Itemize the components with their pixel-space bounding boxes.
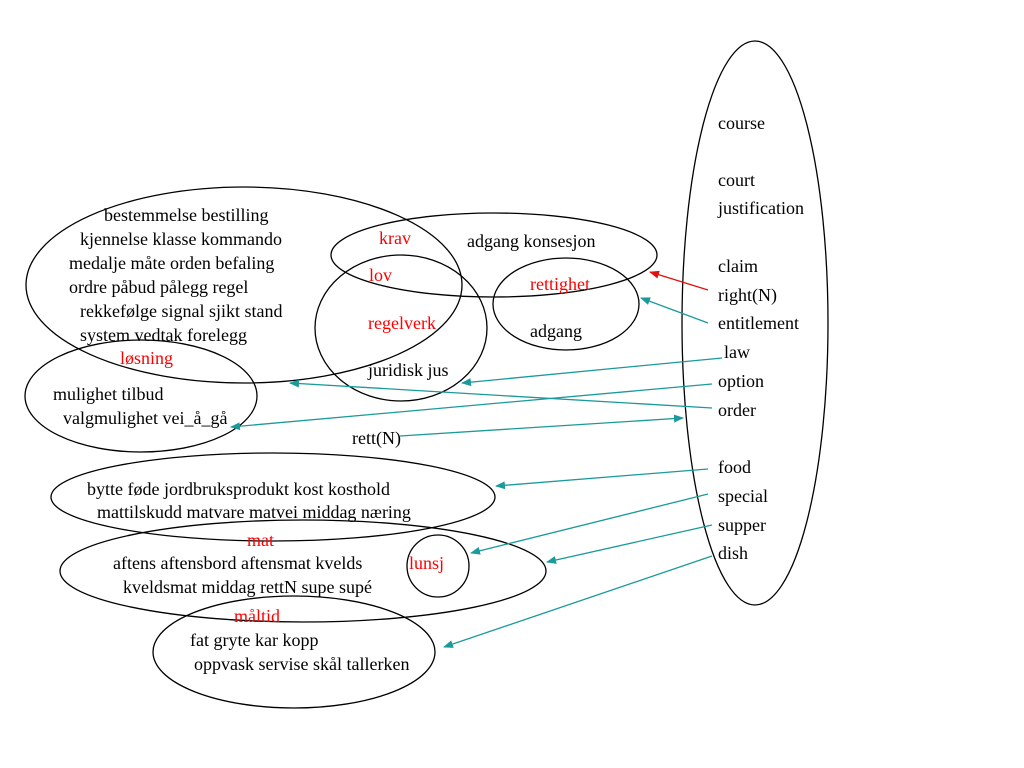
food-group-ellipse	[50, 452, 496, 542]
claim-group-label: krav	[379, 228, 411, 248]
english-word-dish: dish	[718, 543, 749, 563]
law-group-text: juridisk jus	[368, 360, 449, 380]
order-group-line: medalje måte orden befaling	[69, 253, 275, 273]
meal-group-line: kveldsmat middag rettN supe supé	[123, 577, 372, 597]
arrow-supper-to-meal-group	[546, 524, 713, 564]
english-word-option: option	[718, 371, 765, 391]
english-word-food: food	[718, 457, 751, 477]
order-group-line: kjennelse klasse kommando	[80, 229, 282, 249]
meal-group-ellipse	[59, 519, 547, 623]
english-word-justification: justification	[718, 198, 804, 218]
order-group-line: system vedtak forelegg	[80, 325, 247, 345]
order-group-ellipse	[25, 186, 463, 384]
option-group-line: valgmulighet vei_å_gå	[63, 408, 228, 428]
dish-group-label: måltid	[234, 606, 280, 626]
right-group-text: adgang	[530, 321, 582, 341]
arrow-special-to-lunch-group	[470, 493, 709, 555]
english-word-law: law	[724, 342, 750, 362]
right-group-label: rettighet	[530, 274, 590, 294]
english-word-special: special	[718, 486, 768, 506]
english-word-entitlement: entitlement	[718, 313, 799, 333]
law-group-label-regelverk: regelverk	[368, 313, 436, 333]
option-group-line: mulighet tilbud	[53, 384, 164, 404]
dish-group-line: oppvask servise skål tallerken	[194, 654, 410, 674]
option-group-ellipse	[24, 339, 258, 453]
right-group-ellipse	[492, 257, 640, 351]
dish-group-line: fat gryte kar kopp	[190, 630, 319, 650]
arrow-order-to-order-group	[289, 379, 713, 409]
lunch-group-ellipse	[406, 534, 470, 598]
food-group-line: mattilskudd matvare matvei middag næring	[97, 502, 411, 522]
arrow-rett-to-english	[399, 414, 684, 437]
arrow-food-to-food-group	[495, 468, 709, 490]
english-word-supper: supper	[718, 515, 766, 535]
arrow-option-to-option-group	[230, 383, 713, 431]
order-group-line: bestemmelse bestilling	[104, 205, 269, 225]
arrow-dish-to-dish-group	[443, 555, 713, 648]
option-group-label: løsning	[120, 348, 174, 368]
english-word-court: court	[718, 170, 755, 190]
meal-group-label: mat	[247, 530, 274, 550]
english-word-course: course	[718, 113, 765, 133]
rett-center-label: rett(N)	[352, 428, 401, 448]
order-group-line: ordre påbud pålegg regel	[69, 277, 249, 297]
dish-group-ellipse	[152, 595, 436, 709]
order-group-line: rekkefølge signal sjikt stand	[80, 301, 283, 321]
law-group-ellipse	[314, 254, 488, 402]
english-word-right: right(N)	[718, 285, 777, 305]
arrow-law-to-law-group	[461, 357, 723, 387]
food-group-line: bytte føde jordbruksprodukt kost kosthol…	[87, 479, 390, 499]
arrow-entitlement-to-right-group	[640, 297, 709, 324]
english-words-ellipse	[681, 40, 829, 606]
meal-group-line: aftens aftensbord aftensmat kvelds	[113, 553, 363, 573]
arrow-claim-to-right-group	[649, 270, 709, 291]
law-group-label-lov: lov	[369, 265, 393, 285]
english-word-claim: claim	[718, 256, 758, 276]
english-word-order: order	[718, 400, 756, 420]
lunch-group-label: lunsj	[409, 553, 445, 573]
claim-group-text: adgang konsesjon	[467, 231, 596, 251]
